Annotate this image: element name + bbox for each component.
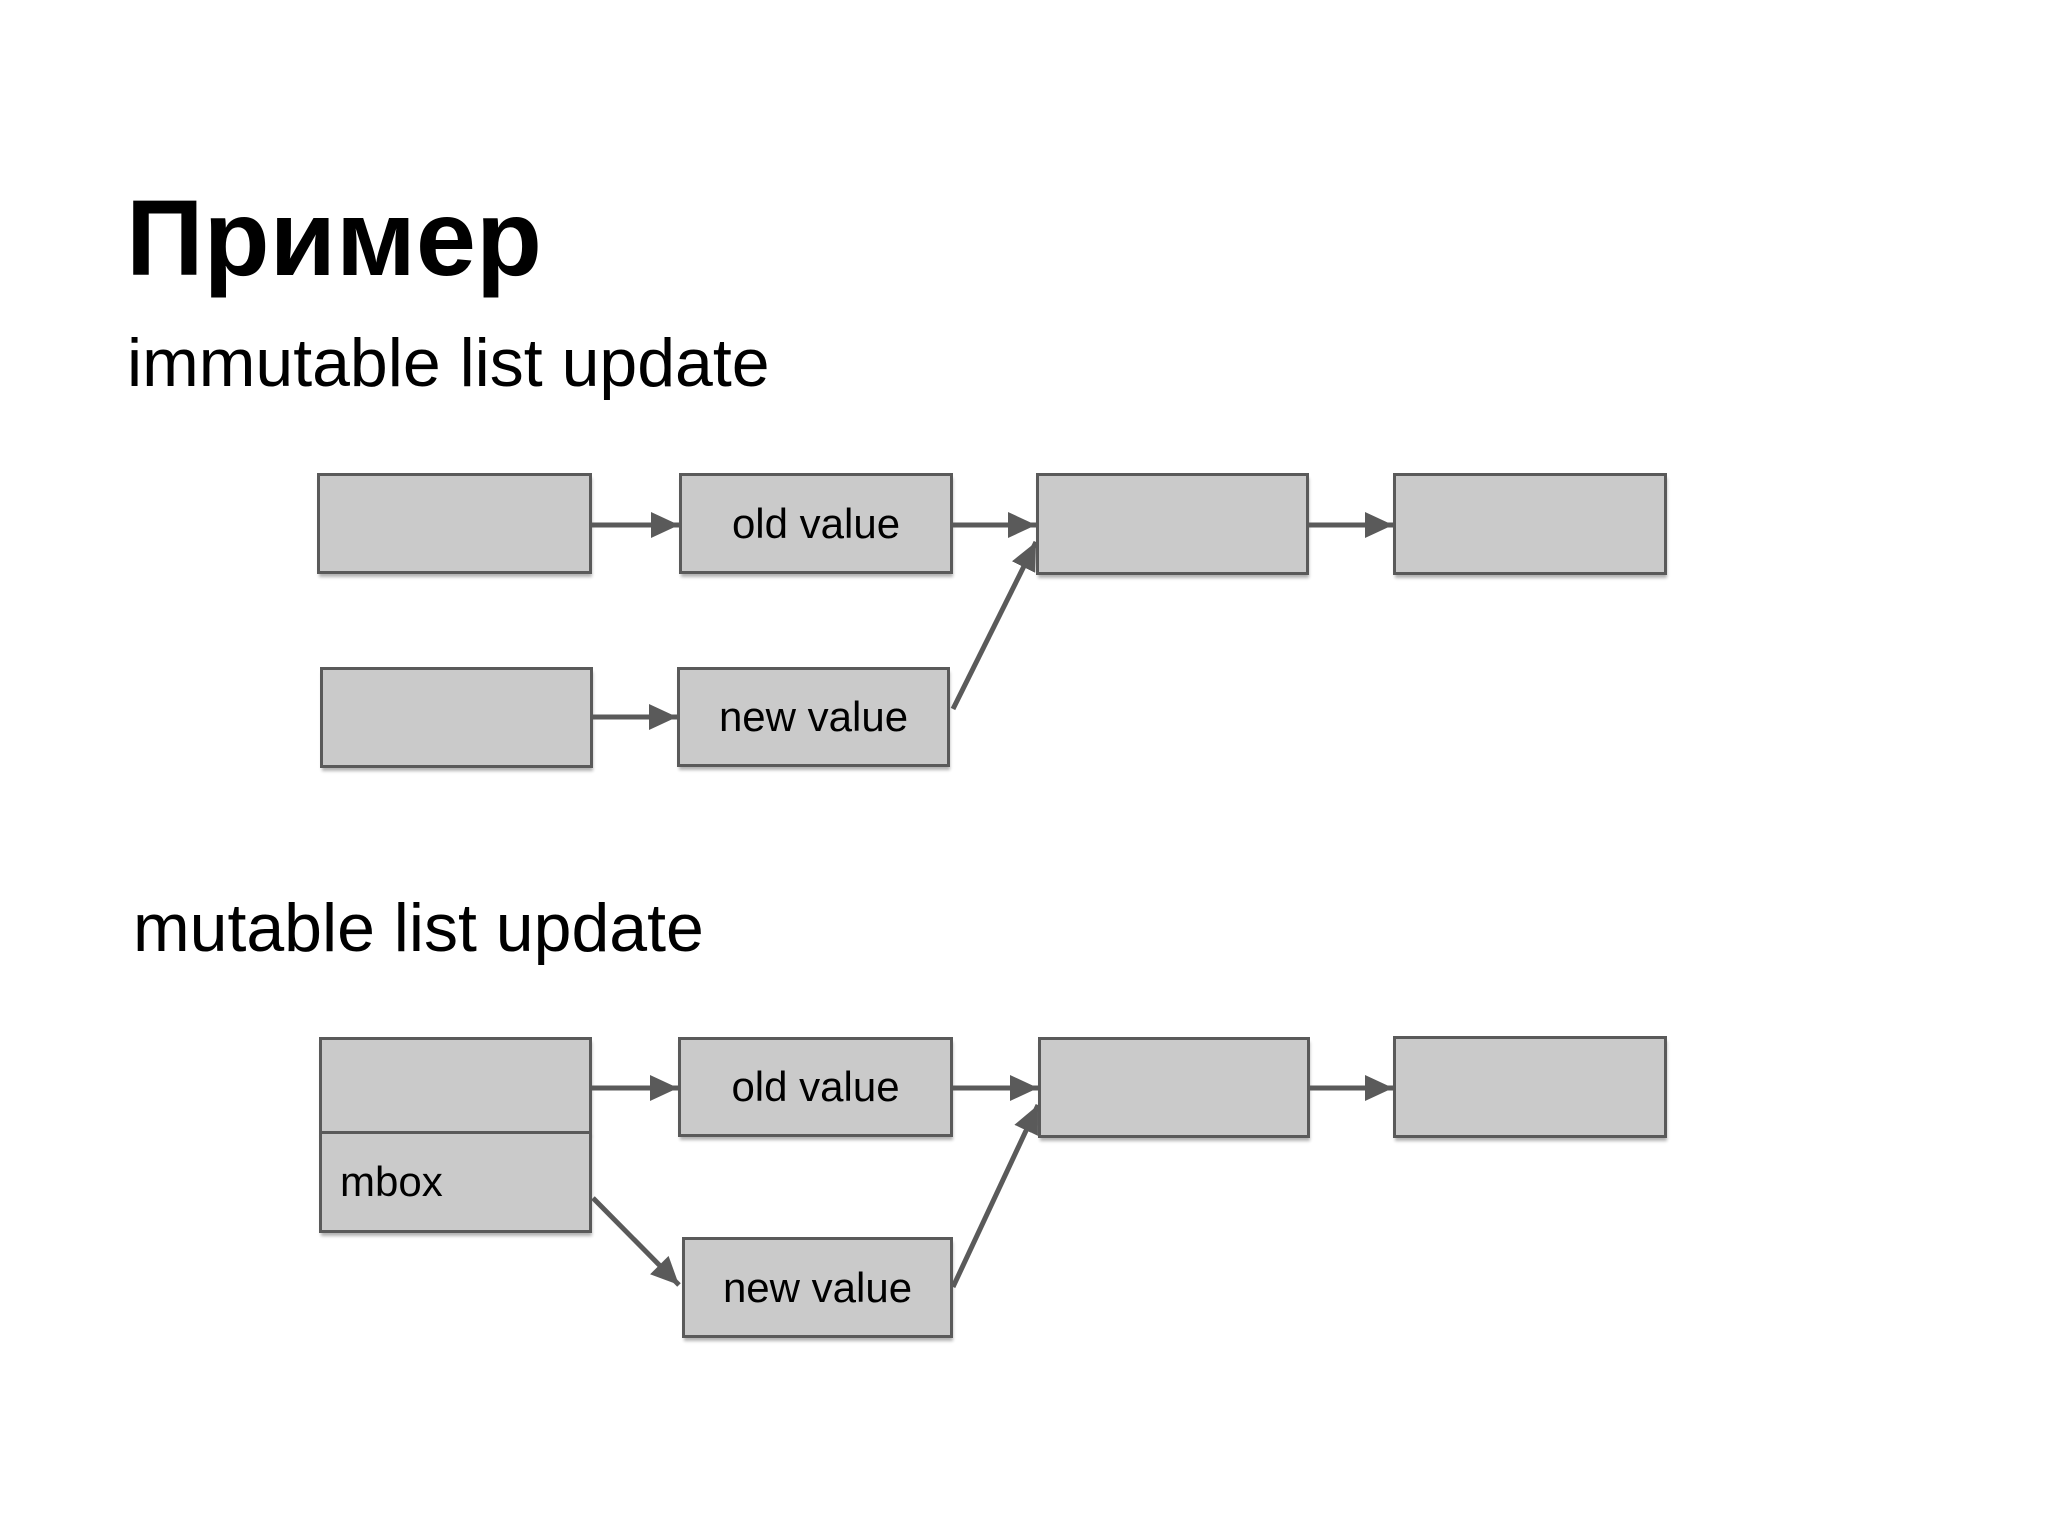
slide-title: Пример [126, 177, 542, 298]
immutable-old-list-head-box [317, 473, 592, 574]
mutable-new-value-box: new value [682, 1237, 953, 1338]
mutable-section-heading: mutable list update [133, 890, 704, 966]
mutable-new-value-label: new value [722, 1263, 913, 1311]
mutable-old-value-box: old value [678, 1037, 953, 1137]
immutable-new-value-box: new value [677, 667, 950, 767]
arrow-mutable-new-value-to-tail [950, 1103, 1041, 1289]
mutable-list-head-box [319, 1037, 592, 1134]
immutable-tail-node-box-2 [1393, 473, 1667, 575]
arrow-immutable-new-value-to-tail [950, 540, 1039, 711]
mutable-old-value-label: old value [731, 1063, 900, 1110]
immutable-old-value-box: old value [679, 473, 953, 574]
immutable-tail-node-box-1 [1036, 473, 1309, 575]
immutable-old-value-label: old value [731, 499, 901, 547]
mutable-tail-node-box-2 [1393, 1036, 1667, 1138]
immutable-section-heading: immutable list update [127, 325, 770, 401]
immutable-new-value-label: new value [718, 693, 909, 740]
mutable-tail-node-box-1 [1038, 1037, 1310, 1138]
immutable-new-list-head-box [320, 667, 593, 768]
arrow-mutable-mbox-to-new-value [591, 1196, 681, 1287]
mutable-mbox-label: mbox [340, 1158, 443, 1205]
mutable-mbox-cell: mbox [319, 1131, 592, 1233]
